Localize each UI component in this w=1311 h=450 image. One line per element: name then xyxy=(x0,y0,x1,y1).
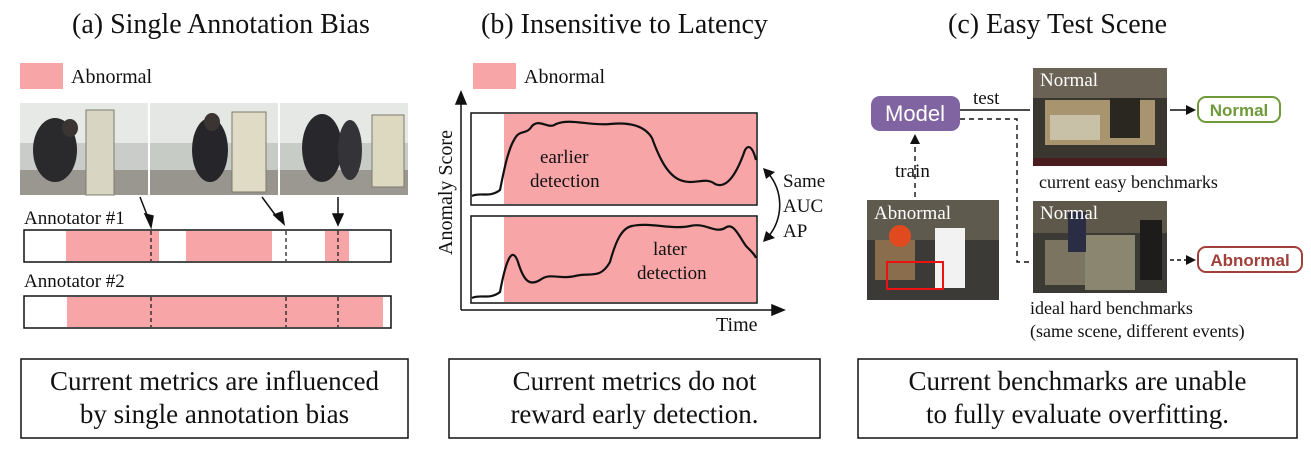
annotator-2-segment xyxy=(67,297,383,327)
same-label-2: AUC xyxy=(783,196,823,217)
panel-b-xlabel: Time xyxy=(716,314,758,336)
panel-a-legend-swatch xyxy=(20,63,63,89)
hard-test-path xyxy=(960,118,1030,263)
bottom-curve xyxy=(471,223,758,300)
frame-arrows xyxy=(139,196,345,230)
panel-a-legend-label: Abnormal xyxy=(71,66,153,88)
panel-b-ylabel: Anomaly Score xyxy=(435,130,457,255)
test-label: test xyxy=(973,88,1000,109)
panel-c-caption-line-1: Current benchmarks are unable xyxy=(908,366,1247,396)
panel-b-axes xyxy=(454,90,786,317)
annotator-1-segment-1 xyxy=(66,231,159,261)
panel-a-caption-line-1: Current metrics are influenced xyxy=(49,366,380,396)
train-label: train xyxy=(895,161,930,182)
result-normal-label: Normal xyxy=(1210,101,1269,120)
annotator-1-segment-2 xyxy=(186,231,272,261)
result-normal-pill xyxy=(1197,96,1281,123)
panel-b-caption-line-1: Current metrics do not xyxy=(512,366,757,396)
panel-a-caption: Current metrics are influenced by single… xyxy=(21,365,408,431)
easy-image xyxy=(1033,68,1167,166)
panel-a-caption-box xyxy=(20,358,409,439)
same-label-3: AP xyxy=(783,221,807,242)
same-arrow xyxy=(766,171,781,239)
panel-c-caption-line-2: to fully evaluate overfitting. xyxy=(926,399,1229,429)
panel-c-caption: Current benchmarks are unable to fully e… xyxy=(858,365,1297,431)
train-image-label: Abnormal xyxy=(874,203,951,224)
bottom-label-2: detection xyxy=(637,263,707,284)
top-curve xyxy=(471,120,758,198)
top-plot-abnormal-region xyxy=(504,114,756,204)
hard-caption-1: ideal hard benchmarks xyxy=(1030,298,1193,318)
hard-image-label: Normal xyxy=(1040,203,1098,224)
panel-b-caption-line-2: reward early detection. xyxy=(510,399,759,429)
panel-a-caption-line-2: by single annotation bias xyxy=(79,399,350,429)
bottom-plot-abnormal-region xyxy=(504,217,756,302)
panel-c-title: (c) Easy Test Scene xyxy=(948,9,1167,40)
panel-b-title: (b) Insensitive to Latency xyxy=(481,9,768,40)
result-abnormal-label: Abnormal xyxy=(1210,251,1289,270)
train-image xyxy=(867,200,999,300)
bottom-label-1: later xyxy=(653,239,687,260)
easy-image-label: Normal xyxy=(1040,70,1098,91)
hard-caption-2: (same scene, different events) xyxy=(1030,321,1245,342)
top-label-1: earlier xyxy=(540,147,589,168)
annotator-2-label: Annotator #2 xyxy=(24,271,125,292)
panel-b-legend-label: Abnormal xyxy=(524,66,606,88)
top-label-2: detection xyxy=(530,171,600,192)
model-label: Model xyxy=(885,101,945,126)
annotator-1-segment-3 xyxy=(325,231,349,261)
panel-b-legend-swatch xyxy=(473,63,516,89)
panel-b-caption-box xyxy=(448,358,821,439)
panel-a-title: (a) Single Annotation Bias xyxy=(72,9,370,40)
hard-image xyxy=(1033,201,1167,293)
panel-c-caption-box xyxy=(857,358,1298,439)
panel-b-caption: Current metrics do not reward early dete… xyxy=(449,365,820,431)
result-abnormal-pill xyxy=(1197,246,1303,273)
video-frames xyxy=(20,103,408,196)
annotator-1-label: Annotator #1 xyxy=(24,208,125,229)
model-box xyxy=(871,96,960,131)
same-label-1: Same xyxy=(783,171,825,192)
easy-caption: current easy benchmarks xyxy=(1039,172,1218,192)
